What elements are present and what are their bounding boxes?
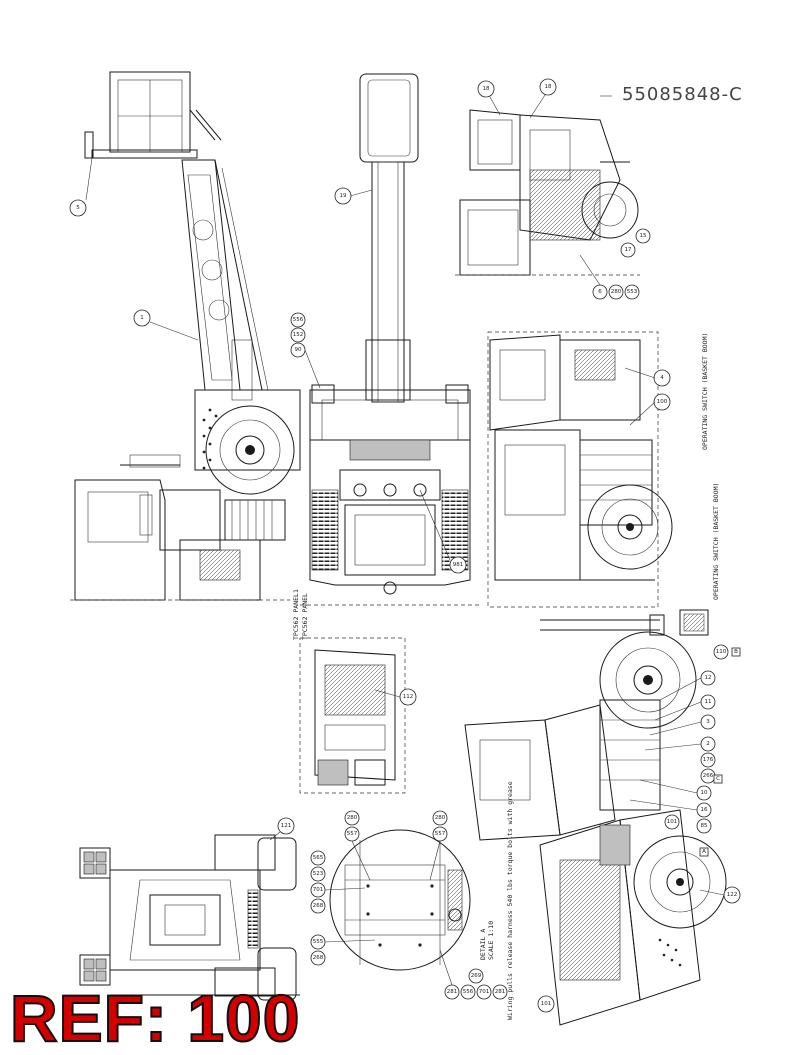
callout-bubble: 4 — [660, 375, 664, 381]
callout-bubble: 3 — [706, 719, 710, 725]
callout-bubble: 12 — [705, 675, 712, 681]
ref-box: A — [702, 849, 706, 855]
panel-label: TPC562 PANEL — [301, 593, 309, 640]
callout-bubble: 10 — [701, 790, 708, 796]
callout-bubble: 269 — [471, 973, 482, 979]
view-side-boom: 5 1 — [69, 71, 301, 601]
callout-bubble: 18 — [483, 86, 490, 92]
callout-bubble: 176 — [703, 757, 714, 763]
callout-bubble: 16 — [701, 807, 708, 813]
callout-bubble: 281 — [447, 989, 458, 995]
callout-bubble: 15 — [640, 233, 647, 239]
torque-note: Wiring pulls release harness 540 lbs tor… — [506, 781, 514, 1020]
callout-bubble: 6 — [598, 289, 602, 295]
view-iso-rear: 18 18 6 280 553 17 15 — [455, 78, 651, 300]
callout-bubble: 152 — [293, 332, 304, 338]
callout-bubble: 557 — [347, 831, 358, 837]
callout-bubble: 268 — [313, 955, 324, 961]
callout-bubble: 280 — [347, 815, 358, 821]
detail-label: DETAIL A — [479, 929, 487, 960]
callout-bubble: 17 — [625, 247, 632, 253]
callout-bubble: 101 — [541, 1001, 552, 1007]
callout-bubble: 557 — [435, 831, 446, 837]
operating-switch-label: OPERATING SWITCH (BASKET BOOM) — [701, 333, 709, 450]
callout-bubble: 553 — [627, 289, 638, 295]
callout-bubble: 110 — [716, 649, 727, 655]
callout-bubble: 18 — [545, 84, 552, 90]
callout-bubble: 981 — [453, 562, 464, 568]
panel-label: TPC562 PANEL1 — [292, 589, 300, 640]
callout-bubble: 85 — [701, 823, 708, 829]
view-detail-a: 280 557 280 557 565 523 701 268 555 268 … — [310, 781, 514, 1020]
callout-bubble: 268 — [313, 903, 324, 909]
callout-bubble: 2 — [706, 741, 710, 747]
callout-bubble: 122 — [727, 892, 738, 898]
callout-bubble: 556 — [463, 989, 474, 995]
callout-bubble: 19 — [340, 193, 347, 199]
callout-bubble: 523 — [313, 871, 324, 877]
callout-bubble: 121 — [281, 823, 292, 829]
view-rear-boom: 19 90 152 556 981 TPC562 PANEL1 TPC562 P… — [290, 73, 480, 640]
drawing-number-text: 55085848-C — [622, 84, 743, 105]
detail-scale: SCALE 1:10 — [487, 921, 495, 960]
operating-switch-label: OPERATING SWITCH (BASKET BOOM) — [712, 483, 720, 600]
callout-bubble: 280 — [435, 815, 446, 821]
view-iso-front: 110 B 12 11 3 2 176 266 10 C 16 85 A 101 — [464, 609, 741, 1026]
callout-bubble: 5 — [76, 205, 80, 211]
callout-bubble: 266 — [703, 773, 714, 779]
callout-bubble: 11 — [705, 699, 712, 705]
callout-bubble: 112 — [403, 694, 414, 700]
view-side-right: 4 100 OPERATING SWITCH (BASKET BOOM) OPE… — [487, 331, 720, 608]
callout-bubble: 280 — [611, 289, 622, 295]
ref-label: REF: 100 — [9, 981, 301, 1055]
callout-bubble: 565 — [313, 855, 324, 861]
callout-bubble: 90 — [295, 347, 302, 353]
drawing-number: 55085848-C — [600, 84, 743, 105]
callout-bubble: 281 — [495, 989, 506, 995]
callout-bubble: 701 — [479, 989, 490, 995]
callout-bubble: 555 — [313, 939, 324, 945]
panel-callout-group: 90 152 556 — [290, 312, 321, 389]
view-top-chassis: 121 — [79, 817, 300, 1001]
callout-bubble: 100 — [657, 399, 668, 405]
callout-bubble: 101 — [667, 819, 678, 825]
callout-bubble: 556 — [293, 317, 304, 323]
callout-bubble: 1 — [140, 315, 144, 321]
view-cab-detail: 112 — [299, 637, 417, 794]
ref-box: C — [716, 776, 720, 782]
callout-bubble: 701 — [313, 887, 324, 893]
ref-box: B — [734, 649, 738, 655]
